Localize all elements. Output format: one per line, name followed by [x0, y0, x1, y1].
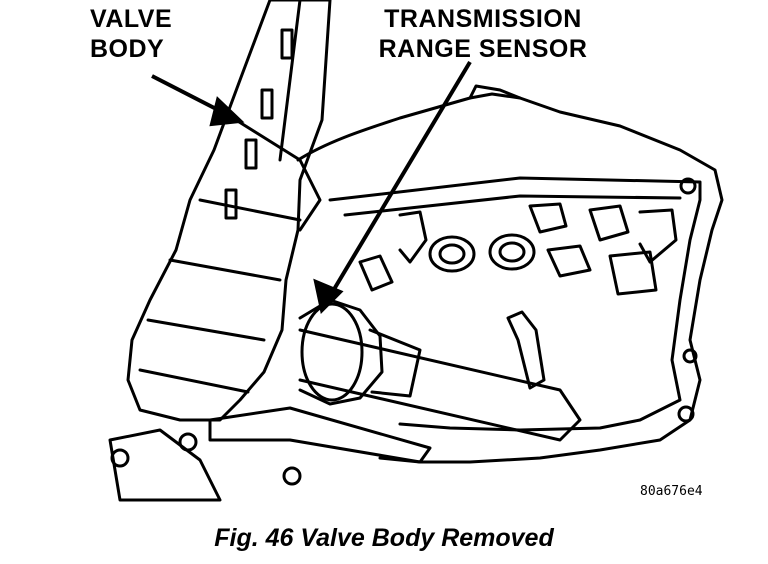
- figure-id: 80a676e4: [640, 484, 703, 499]
- valve-body-label-line2: BODY: [90, 35, 165, 63]
- figure-caption: Fig. 46 Valve Body Removed: [214, 524, 554, 552]
- range-sensor-arrow: [328, 60, 472, 298]
- trs-label-line2: RANGE SENSOR: [378, 35, 588, 63]
- range-sensor-body: [298, 298, 384, 406]
- transmission-range-sensor-label: TRANSMISSION RANGE SENSOR: [372, 4, 594, 64]
- valve-body-outline: [126, 0, 332, 422]
- accumulator-bore-right: [488, 233, 536, 271]
- shift-shaft: [298, 328, 582, 442]
- transmission-case-outline: [296, 92, 724, 464]
- trs-label-line1: TRANSMISSION: [384, 5, 582, 33]
- valve-body-label-line1: VALVE: [90, 5, 173, 33]
- accumulator-bore-left: [428, 235, 476, 273]
- valve-body-label: VALVE BODY: [90, 4, 172, 64]
- valve-body-arrow: [151, 74, 227, 116]
